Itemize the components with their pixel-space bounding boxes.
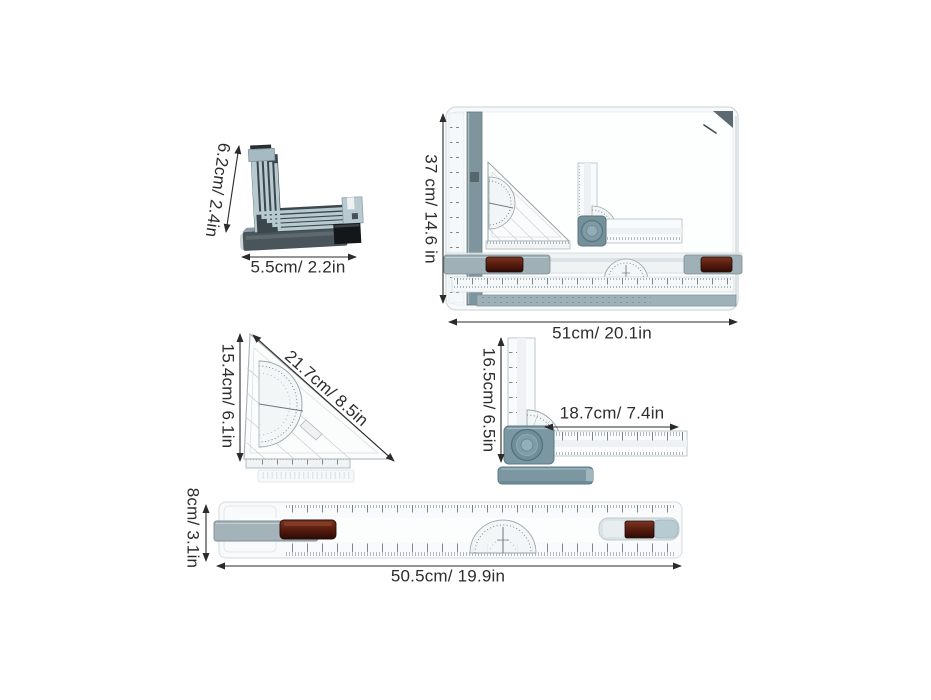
set-square-hypotenuse-dimension-line: [252, 334, 395, 462]
drawing-board-width-label: 51cm/ 20.1in: [552, 323, 652, 343]
angle-ruler-width-label: 18.7cm/ 7.4in: [559, 403, 665, 423]
board-corner-clip: [713, 111, 733, 128]
pencil-mark: [703, 124, 717, 134]
corner-clamp-illustration: [239, 144, 364, 251]
drawing-board-illustration: [443, 106, 743, 311]
corner-clamp-height-dimension-line: [223, 145, 242, 233]
drawing-board-height-label: 37 cm/ 14.6 in: [421, 154, 441, 264]
parallel-ruler-illustration: [213, 501, 683, 559]
parallel-ruler-width-label: 50.5cm/ 19.9in: [390, 566, 506, 586]
corner-clamp-width-label: 5.5cm/ 2.2in: [250, 257, 346, 277]
set-square-height-label: 15.4cm/ 6.1in: [218, 343, 238, 449]
set-square-illustration: [243, 332, 394, 483]
angle-ruler-height-label: 16.5cm/ 6.5in: [479, 347, 499, 453]
parallel-ruler-height-label: 8cm/ 3.1in: [183, 487, 203, 569]
angle-ruler-illustration: [497, 337, 688, 485]
